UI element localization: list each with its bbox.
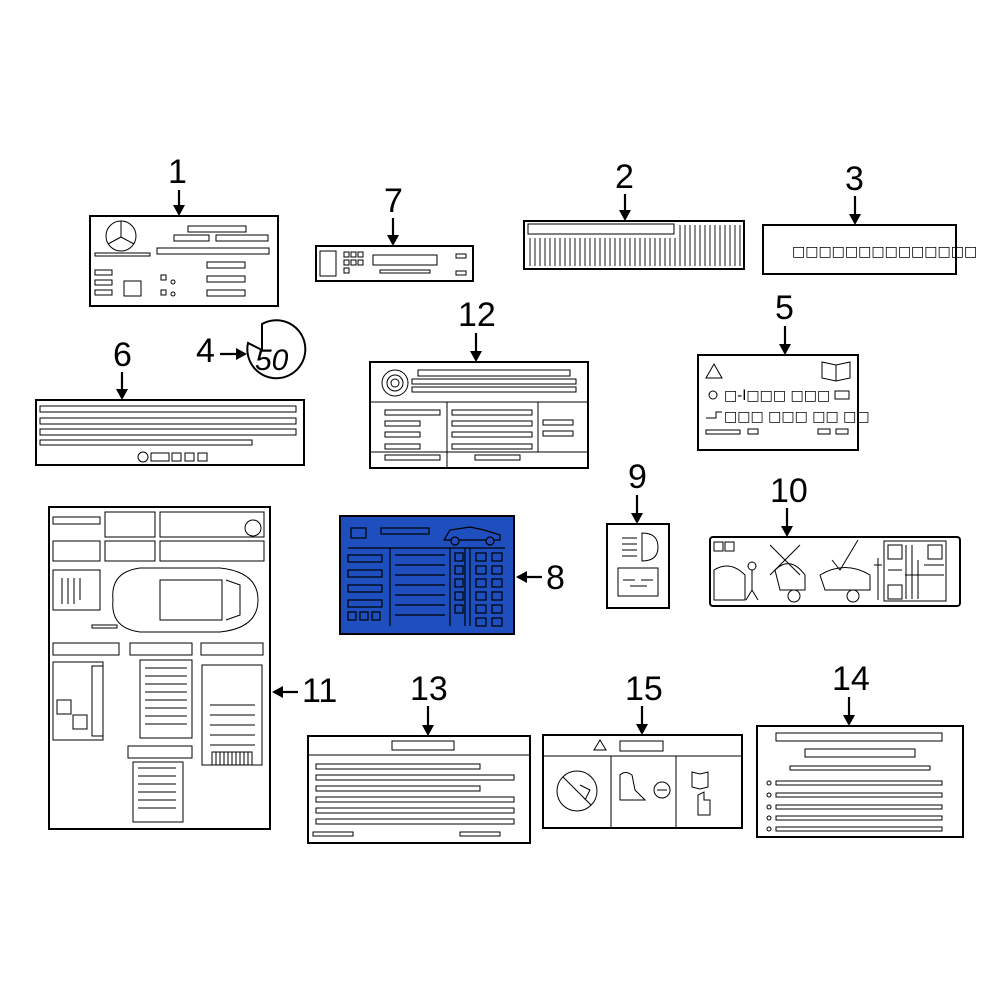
label-part-5[interactable]: □-I□□□ □□□ □□□ □□□ □□ □□ — [697, 354, 870, 451]
label-part-8[interactable] — [339, 515, 515, 635]
callout-9-text: 9 — [628, 458, 647, 496]
callout-7[interactable]: 7 — [384, 182, 403, 246]
label-part-2[interactable] — [523, 220, 745, 270]
label-5-text-2: □□□ □□□ □□ □□ — [724, 409, 870, 425]
label-part-15[interactable] — [542, 734, 743, 829]
callout-11-text: 11 — [302, 672, 337, 710]
callout-5-text: 5 — [775, 289, 794, 327]
callout-15[interactable]: 15 — [625, 670, 663, 735]
callout-13[interactable]: 13 — [410, 670, 448, 736]
callout-13-text: 13 — [410, 670, 448, 708]
callout-15-text: 15 — [625, 670, 663, 708]
label-part-11[interactable] — [48, 506, 271, 830]
label-part-7[interactable] — [315, 245, 474, 282]
callout-10[interactable]: 10 — [770, 472, 808, 537]
callout-11[interactable]: 11 — [272, 672, 337, 710]
callout-7-text: 7 — [384, 182, 403, 220]
label-part-12[interactable] — [369, 361, 589, 469]
label-3-text: □□□□□□□□□□□□□□ — [792, 244, 977, 260]
callout-2[interactable]: 2 — [615, 158, 634, 221]
label-part-14[interactable] — [756, 725, 964, 838]
label-5-text: □-I□□□ □□□ — [724, 388, 830, 404]
callout-12[interactable]: 12 — [458, 296, 496, 362]
callout-6[interactable]: 6 — [113, 336, 132, 400]
callout-3[interactable]: 3 — [845, 160, 864, 225]
callout-3-text: 3 — [845, 160, 864, 198]
callout-12-text: 12 — [458, 296, 496, 334]
label-part-9[interactable] — [606, 523, 670, 609]
label-part-1[interactable] — [89, 215, 279, 307]
callout-8[interactable]: 8 — [516, 559, 565, 597]
callout-9[interactable]: 9 — [628, 458, 647, 524]
callout-6-text: 6 — [113, 336, 132, 374]
callout-2-text: 2 — [615, 158, 634, 196]
label-part-4[interactable]: 50 — [246, 319, 307, 380]
callout-8-text: 8 — [546, 559, 565, 597]
callout-14[interactable]: 14 — [832, 660, 870, 726]
callout-4-text: 4 — [196, 332, 215, 370]
label-part-13[interactable] — [307, 735, 531, 844]
callout-1-text: 1 — [168, 153, 187, 191]
label-part-6[interactable] — [35, 399, 305, 466]
callout-10-text: 10 — [770, 472, 808, 510]
callout-1[interactable]: 1 — [168, 153, 187, 216]
label-part-3[interactable]: □□□□□□□□□□□□□□ — [762, 224, 977, 275]
callout-14-text: 14 — [832, 660, 870, 698]
callout-4[interactable]: 4 — [196, 332, 247, 370]
label-part-10[interactable] — [709, 536, 961, 607]
label-4-text: 50 — [255, 344, 289, 377]
callout-5[interactable]: 5 — [775, 289, 794, 355]
